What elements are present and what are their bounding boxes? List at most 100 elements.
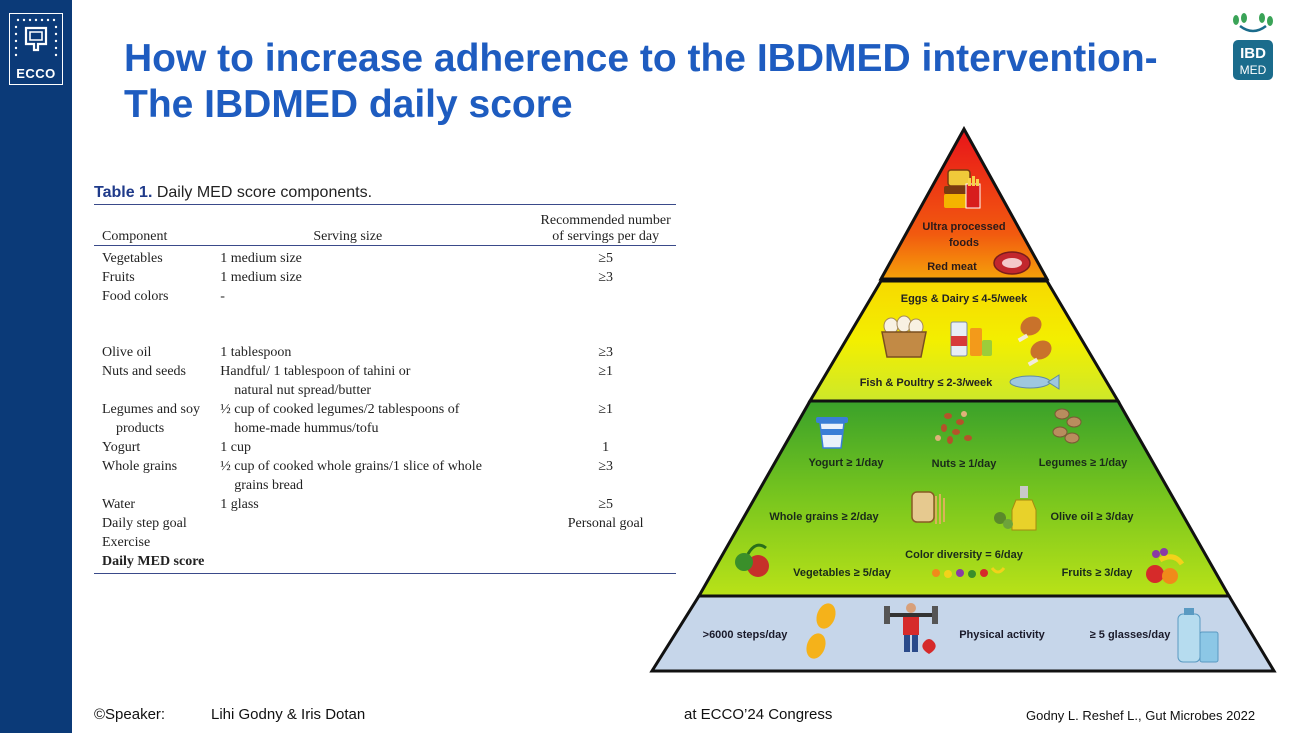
nuts-icon	[935, 411, 972, 444]
cell-recommended: ≥3	[598, 459, 613, 474]
components-table: Component Serving size Recommended numbe…	[94, 205, 676, 571]
med-score-table: Table 1. Daily MED score components. Com…	[94, 182, 676, 574]
cell-serving: -	[220, 289, 225, 304]
steak-icon	[993, 251, 1031, 275]
water-bottle-icon	[1177, 608, 1219, 663]
ibdmed-logo-text-2: MED	[1240, 63, 1267, 77]
ecco-logo-text: ECCO	[16, 66, 56, 81]
cell-recommended: 1	[602, 440, 610, 455]
legumes-icon	[1052, 408, 1082, 444]
ibdmed-badge	[1233, 40, 1273, 80]
cell-component: Nuts and seeds	[102, 364, 186, 379]
ibdmed-logo: IBD MED	[1233, 13, 1273, 80]
label-fish-poultry: Fish & Poultry ≤ 2-3/week	[860, 377, 993, 389]
cell-component: Vegetables	[102, 251, 163, 266]
label-steps: >6000 steps/day	[703, 629, 789, 641]
table-row: Whole grains ½ cup of cooked whole grain…	[94, 457, 676, 495]
sidebar-band	[0, 0, 72, 733]
cell-serving	[220, 552, 535, 571]
cell-component: Legumes and soy products	[94, 400, 220, 438]
cell-component: Daily MED score	[102, 554, 205, 569]
cell-component-line-2: products	[116, 421, 165, 436]
table-row: Exercise	[94, 533, 676, 552]
cell-recommended: ≥5	[598, 251, 613, 266]
table-row: Food colors -	[94, 287, 676, 343]
cell-component-line-1: Legumes and soy	[102, 402, 200, 417]
cell-serving-line-1: Handful/ 1 tablespoon of tahini or	[220, 364, 411, 379]
title-line-1: How to increase adherence to the IBDMED …	[124, 37, 1158, 80]
footer-congress: at ECCO’24 Congress	[684, 706, 833, 723]
cell-recommended: ≥3	[598, 345, 613, 360]
cell-serving: 1 medium size	[220, 270, 302, 285]
chicken-leg-icon	[1017, 316, 1052, 367]
cell-recommended: ≥1	[598, 402, 613, 417]
cell-serving: 1 medium size	[220, 251, 302, 266]
cell-serving	[220, 514, 535, 533]
table-top-rule	[94, 204, 676, 205]
cell-recommended: Personal goal	[567, 516, 644, 531]
ibdmed-spoon-icon	[1239, 24, 1267, 33]
cell-component: Daily step goal	[102, 516, 187, 531]
fruits-icon	[1146, 548, 1185, 584]
junk-food-icon	[944, 169, 981, 209]
table-row: Vegetables 1 medium size ≥5	[94, 249, 676, 268]
table-header-rule	[94, 245, 676, 249]
color-diversity-icon	[932, 567, 1006, 578]
title-line-2: The IBDMED daily score	[124, 83, 573, 126]
table-row: Daily MED score	[94, 552, 676, 571]
fish-icon	[1009, 374, 1060, 390]
ecco-emblem-icon	[14, 18, 58, 57]
cell-serving-line-2: grains bread	[234, 478, 304, 493]
olive-oil-icon	[994, 486, 1037, 531]
footer-citation: Godny L. Reshef L., Gut Microbes 2022	[1026, 708, 1256, 723]
cell-serving-line-2: natural nut spread/butter	[234, 383, 372, 398]
cell-component: Water	[102, 497, 136, 512]
ecco-logo: ECCO	[9, 13, 63, 85]
tier-plant-foods	[696, 399, 1232, 598]
table-row: Water 1 glass ≥5	[94, 495, 676, 514]
cell-component: Exercise	[102, 535, 151, 550]
cell-serving: 1 tablespoon	[220, 345, 292, 360]
footer-speaker-names: Lihi Godny & Iris Dotan	[211, 706, 366, 723]
table-row: Yogurt 1 cup 1	[94, 438, 676, 457]
eggs-basket-icon	[881, 315, 927, 358]
label-red-meat: Red meat	[927, 261, 977, 273]
ibdmed-logo-text-1: IBD	[1240, 45, 1266, 62]
cell-serving: Handful/ 1 tablespoon of tahini or natura…	[220, 362, 535, 400]
label-fruits: Fruits ≥ 3/day	[1062, 567, 1134, 579]
cell-serving: 1 cup	[220, 440, 251, 455]
table-header-row: Component Serving size Recommended numbe…	[94, 205, 676, 246]
dairy-products-icon	[950, 321, 992, 357]
table-caption-text: Daily MED score components.	[152, 184, 373, 201]
table-bottom-rule	[94, 573, 676, 574]
label-yogurt: Yogurt ≥ 1/day	[809, 457, 885, 469]
vegetables-icon	[735, 543, 769, 577]
weightlifter-icon	[884, 603, 938, 654]
cell-component: Whole grains	[102, 459, 178, 474]
cell-recommended: ≥5	[598, 497, 613, 512]
table-row: Olive oil 1 tablespoon ≥3	[94, 343, 676, 362]
header-serving-size: Serving size	[313, 229, 383, 244]
table-caption: Table 1. Daily MED score components.	[94, 182, 676, 204]
ibdmed-leaves-icon	[1233, 13, 1273, 26]
header-recommended: Recommended number of servings per day	[540, 213, 671, 244]
cell-component: Olive oil	[102, 345, 152, 360]
cell-recommended: ≥1	[598, 364, 613, 379]
label-legumes: Legumes ≥ 1/day	[1039, 457, 1128, 469]
footer-speaker-label: ©Speaker:	[94, 706, 166, 723]
label-eggs-dairy: Eggs & Dairy ≤ 4-5/week	[901, 293, 1028, 305]
label-water: ≥ 5 glasses/day	[1090, 629, 1172, 641]
cell-serving	[220, 533, 535, 552]
label-ultra-processed: Ultra processed	[922, 221, 1005, 233]
label-physical-activity: Physical activity	[959, 629, 1045, 641]
cell-serving-line-2: home-made hummus/tofu	[234, 421, 379, 436]
label-vegetables: Vegetables ≥ 5/day	[793, 567, 892, 579]
label-nuts: Nuts ≥ 1/day	[932, 458, 998, 470]
cell-serving: 1 glass	[220, 497, 259, 512]
label-whole-grains: Whole grains ≥ 2/day	[769, 511, 879, 523]
cell-recommended: ≥3	[598, 270, 613, 285]
cell-component: Yogurt	[102, 440, 141, 455]
table-caption-label: Table 1.	[94, 184, 153, 201]
bread-icon	[911, 491, 945, 524]
